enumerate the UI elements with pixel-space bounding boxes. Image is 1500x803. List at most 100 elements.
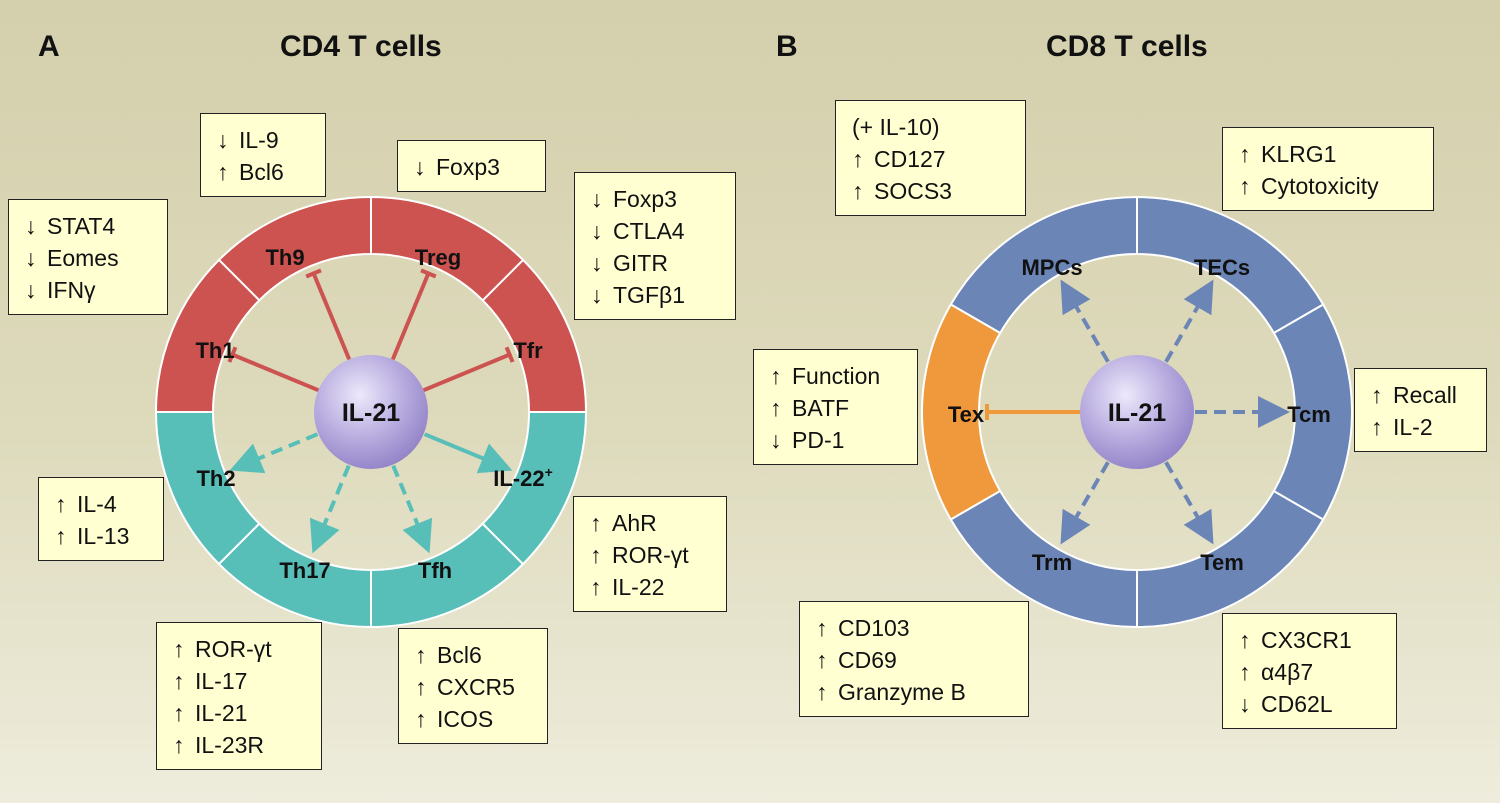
effect-line: ↑ IL-4 <box>55 488 147 520</box>
segment-th9-label: Th9 <box>265 245 304 270</box>
segment-tem-label: Tem <box>1200 550 1244 575</box>
trm-activation <box>1060 461 1110 545</box>
panel-b-letter: B <box>776 30 798 63</box>
effect-line: ↓STAT4 <box>25 210 151 242</box>
effect-text: BATF <box>792 395 850 421</box>
cd4-center-label: IL-21 <box>342 399 400 427</box>
effect-text: AhR <box>612 510 657 536</box>
effect-arrow: ↓ <box>217 127 229 153</box>
effect-arrow: ↑ <box>173 668 185 694</box>
tex-effects-box: ↑ Function ↑ BATF ↓ PD-1 <box>753 349 918 465</box>
effect-line: ↑IL-17 <box>173 665 305 697</box>
effect-text: Function <box>792 363 881 389</box>
effect-line: ↓CD62L <box>1239 688 1380 720</box>
effect-arrow: ↑ <box>1371 382 1383 408</box>
tecs-effects-box: ↑ KLRG1 ↑ Cytotoxicity <box>1222 127 1434 211</box>
effect-text: CTLA4 <box>613 218 685 244</box>
segment-th1-label: Th1 <box>195 338 234 363</box>
effect-text: Granzyme B <box>838 679 966 705</box>
effect-text: KLRG1 <box>1261 141 1337 167</box>
effect-line: ↑ SOCS3 <box>852 175 1009 207</box>
effect-arrow: ↑ <box>852 178 864 204</box>
effect-line: ↑AhR <box>590 507 710 539</box>
il22-effects-box: ↑AhR↑ROR-γt↑IL-22 <box>573 496 727 612</box>
effect-line: ↓IFNγ <box>25 274 151 306</box>
effect-line: ↑Bcl6 <box>415 639 531 671</box>
effect-line: ↓ CTLA4 <box>591 215 719 247</box>
cd8-ring <box>921 195 1353 629</box>
effect-text: PD-1 <box>792 427 845 453</box>
tcm-segment <box>1272 303 1353 521</box>
segment-tfh-label: Tfh <box>418 558 452 583</box>
effect-line: ↑ CD127 <box>852 143 1009 175</box>
segment-tcm-label: Tcm <box>1287 402 1331 427</box>
tem-activation <box>1164 461 1214 545</box>
effect-text: IL-2 <box>1393 414 1433 440</box>
tfr-effects-box: ↓Foxp3↓CTLA4↓GITR↓TGFβ1 <box>574 172 736 320</box>
effect-text: CD103 <box>838 615 910 641</box>
effect-arrow: ↑ <box>852 146 864 172</box>
effect-text: Eomes <box>47 245 119 271</box>
effect-line: ↑ICOS <box>415 703 531 735</box>
cd8-il21-center <box>1080 355 1194 469</box>
effect-arrow: ↑ <box>173 636 185 662</box>
effect-text: Foxp3 <box>436 154 500 180</box>
effect-text: Cytotoxicity <box>1261 173 1379 199</box>
effect-text: Recall <box>1393 382 1457 408</box>
effect-arrow: ↑ <box>1239 627 1251 653</box>
effect-text: CX3CR1 <box>1261 627 1352 653</box>
effect-arrow: ↓ <box>591 218 603 244</box>
effect-arrow: ↑ <box>55 491 67 517</box>
tfh-effects-box: ↑Bcl6 ↑ CXCR5 ↑ICOS <box>398 628 548 744</box>
effect-arrow: ↑ <box>1371 414 1383 440</box>
effect-line: ↓ PD-1 <box>770 424 901 456</box>
effect-line: ↑IL-23R <box>173 729 305 761</box>
th2-activation <box>229 432 319 474</box>
segment-trm-label: Trm <box>1032 550 1072 575</box>
effect-line: ↑ROR-γt <box>173 633 305 665</box>
effect-arrow: ↓ <box>770 427 782 453</box>
effect-arrow: ↑ <box>415 674 427 700</box>
effect-text: (+ IL-10) <box>852 114 940 140</box>
effect-text: IL-9 <box>239 127 279 153</box>
effect-line: ↑α4β7 <box>1239 656 1380 688</box>
treg-effects-box: ↓Foxp3 <box>397 140 546 192</box>
effect-line: ↑ Recall <box>1371 379 1470 411</box>
effect-line: ↑Granzyme B <box>816 676 1012 708</box>
effect-line: ↓Foxp3 <box>591 183 719 215</box>
cd4-connectors <box>227 268 515 554</box>
segment-treg-label: Treg <box>415 245 461 270</box>
effect-arrow: ↑ <box>1239 173 1251 199</box>
th1-effects-box: ↓STAT4↓Eomes↓IFNγ <box>8 199 168 315</box>
effect-text: TGFβ1 <box>613 282 686 308</box>
effect-arrow: ↓ <box>591 186 603 212</box>
effect-text: SOCS3 <box>874 178 952 204</box>
effect-text: IL-23R <box>195 732 265 758</box>
effect-line: ↑ Function <box>770 360 901 392</box>
th2-effects-box: ↑IL-4↑IL-13 <box>38 477 164 561</box>
effect-arrow: ↑ <box>590 542 602 568</box>
th9-effects-box: ↓IL-9↑Bcl6 <box>200 113 326 197</box>
cd8-connectors <box>985 279 1290 545</box>
effect-line: ↑ KLRG1 <box>1239 138 1417 170</box>
effect-line: ↑CD69 <box>816 644 1012 676</box>
th17-activation <box>309 464 351 554</box>
cd4-il21-center <box>314 355 428 469</box>
effect-arrow: ↑ <box>1239 141 1251 167</box>
treg-inhibition <box>391 268 437 361</box>
trm-effects-box: ↑ CD103 ↑CD69↑Granzyme B <box>799 601 1029 717</box>
effect-arrow: ↑ <box>770 395 782 421</box>
th1-inhibition <box>227 346 320 392</box>
effect-text: IFNγ <box>47 277 96 303</box>
effect-text: Bcl6 <box>437 642 482 668</box>
effect-text: CD69 <box>838 647 897 673</box>
effect-text: IL-4 <box>77 491 117 517</box>
panel-a-title: CD4 T cells <box>280 30 442 63</box>
effect-text: CD62L <box>1261 691 1333 717</box>
effect-arrow: ↑ <box>816 615 828 641</box>
effect-text: CXCR5 <box>437 674 515 700</box>
effect-arrow: ↑ <box>770 363 782 389</box>
cd4-ring <box>154 195 588 629</box>
effect-text: CD127 <box>874 146 946 172</box>
